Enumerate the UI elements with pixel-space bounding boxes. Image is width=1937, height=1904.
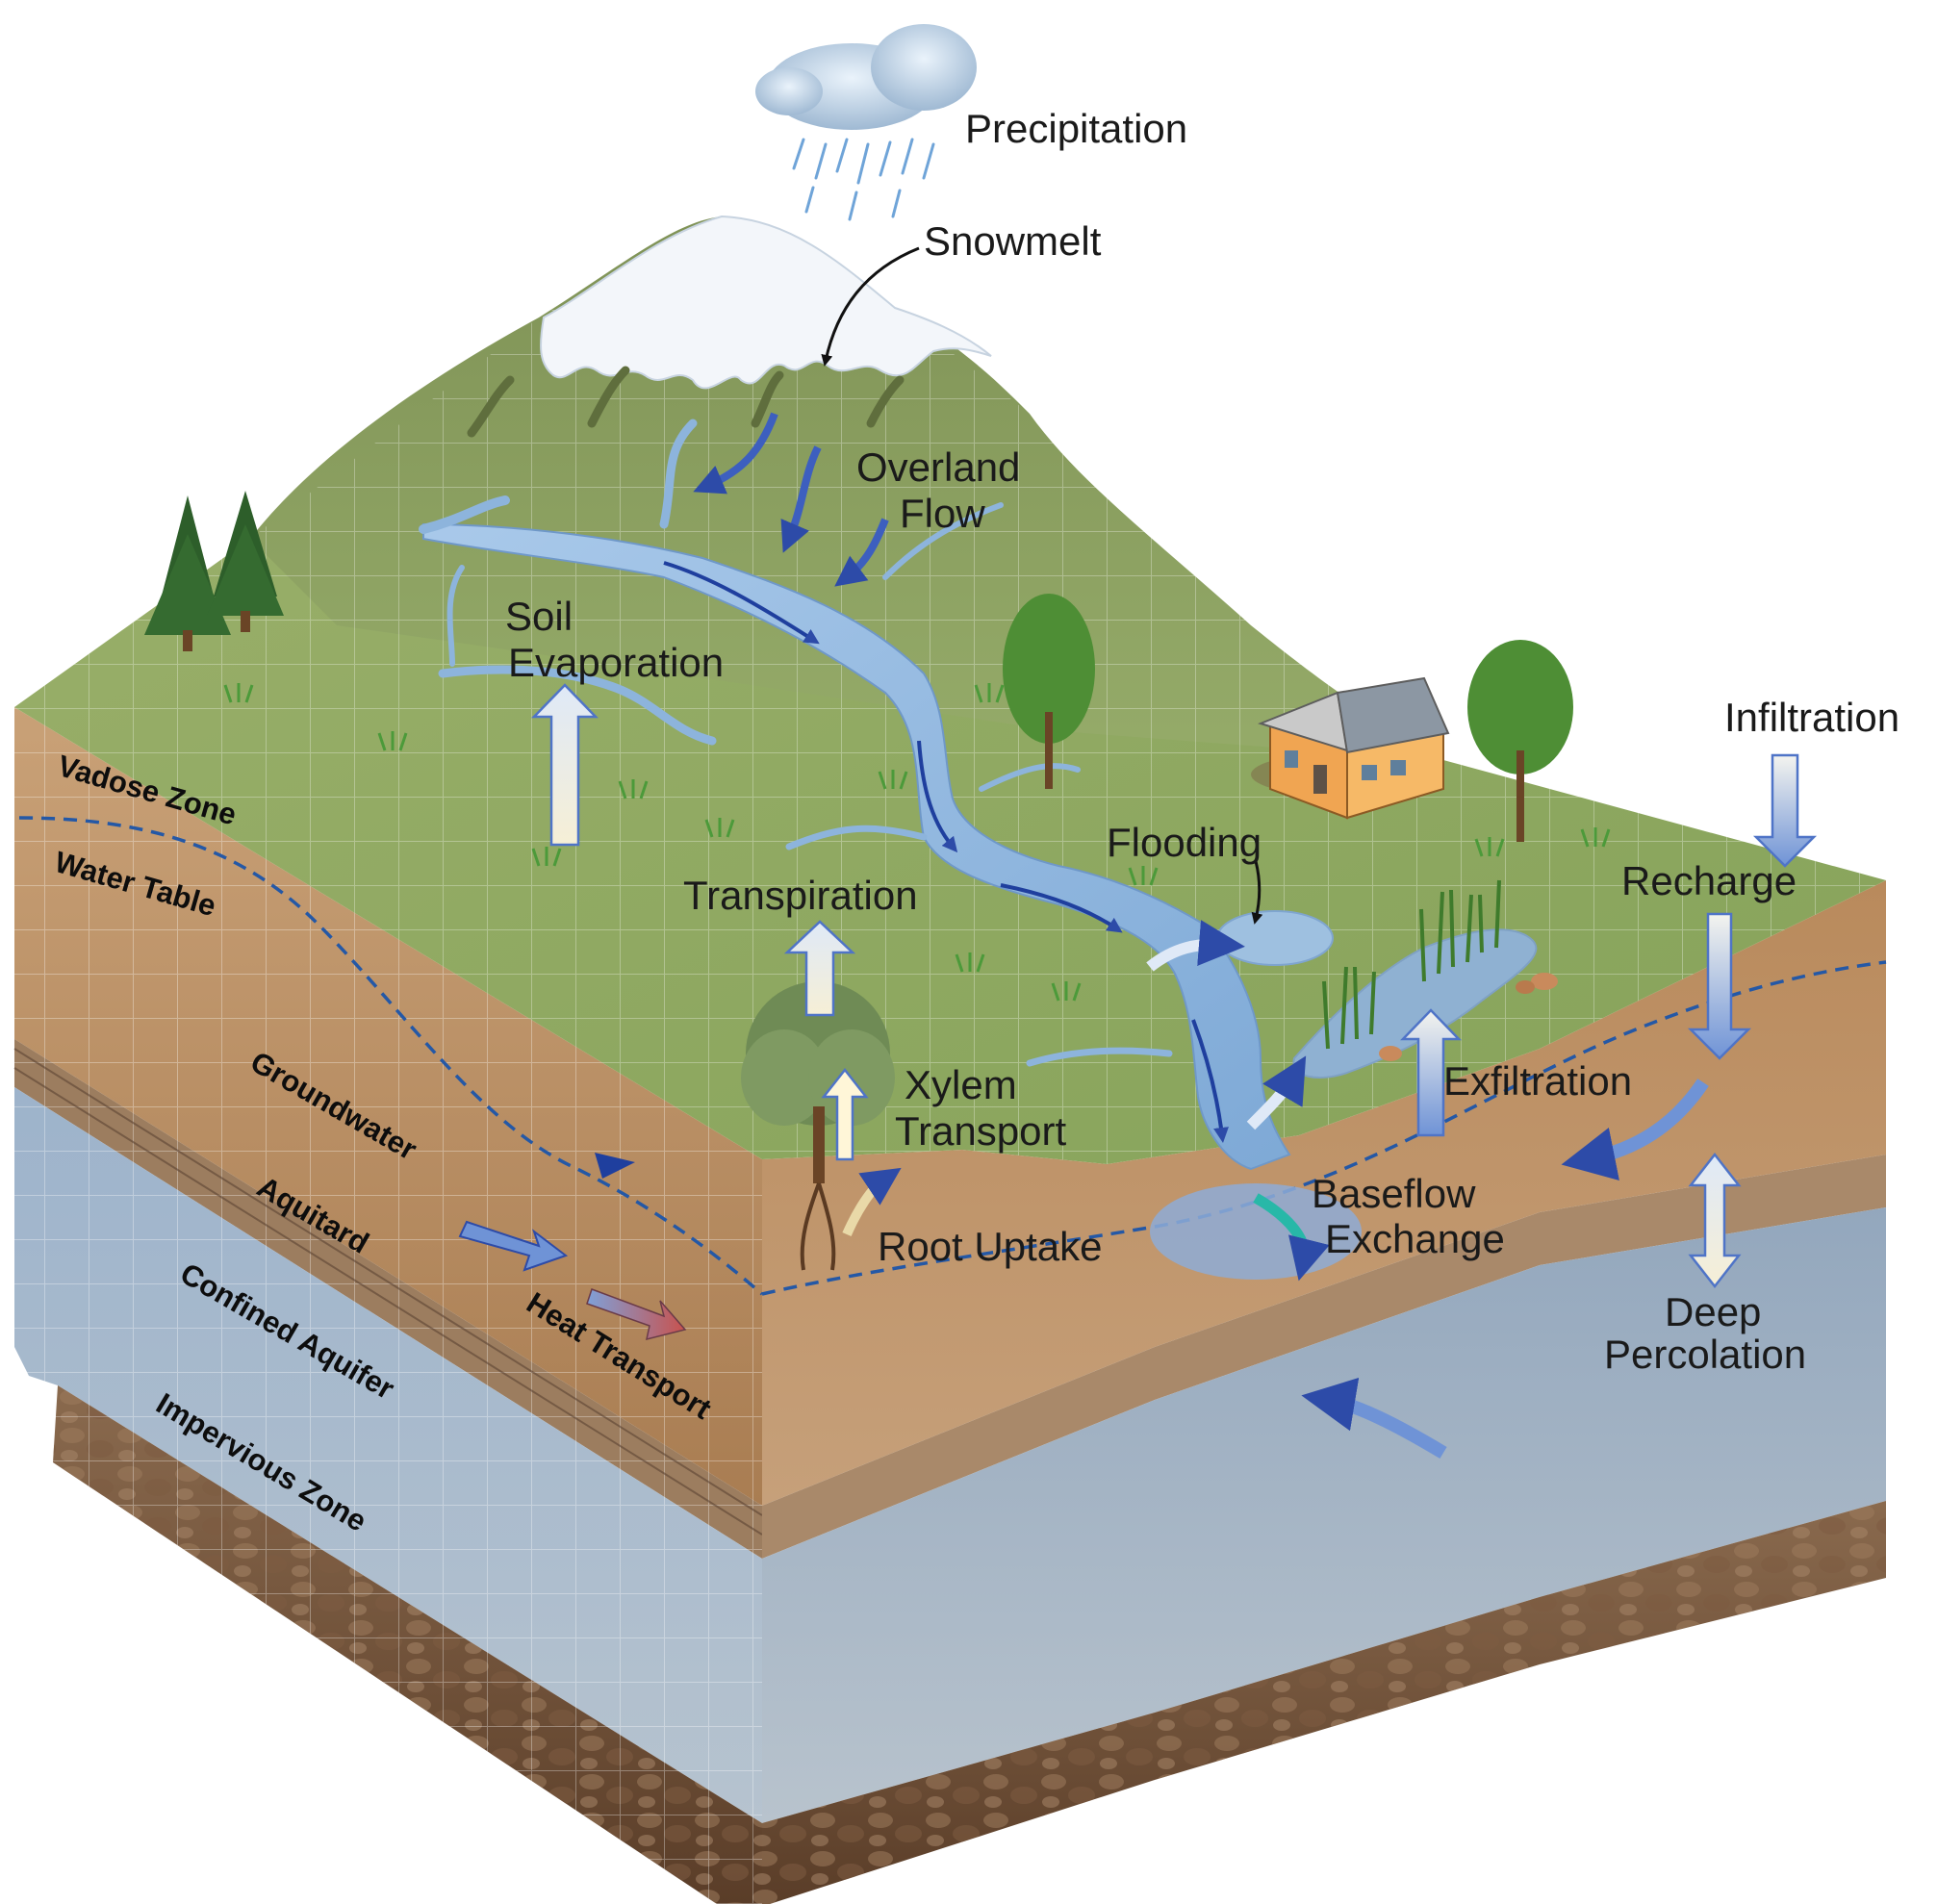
label-baseflow-exchange-1: Baseflow (1312, 1171, 1476, 1216)
xylem-transport-arrow (821, 1067, 869, 1161)
heat-transport-arrow (586, 1288, 687, 1341)
river-flow-arrow-1 (663, 561, 820, 645)
label-overland-flow-1: Overland (856, 444, 1020, 490)
flooding-pointer-arrow (1251, 860, 1263, 925)
snowmelt-flow-arrow (693, 412, 778, 495)
river-flow-arrow-4 (1191, 1019, 1229, 1143)
label-xylem-transport-2: Transport (895, 1108, 1067, 1154)
wetland-exchange-arrow (1246, 1055, 1307, 1130)
right-vadose-layer (762, 880, 1886, 1506)
soil-evaporation-arrow (531, 683, 599, 847)
overland-flow-arrow-2 (834, 518, 889, 587)
flooding-exchange-arrow (1146, 920, 1245, 972)
label-soil-evaporation-2: Evaporation (508, 640, 724, 685)
groundwater-flow-arrow (458, 1220, 569, 1272)
right-confined-aquifer-layer (762, 1207, 1886, 1823)
exfiltration-arrow (1400, 1008, 1462, 1137)
snowmelt-pointer-arrow (821, 246, 920, 367)
label-soil-evaporation-1: Soil (505, 594, 573, 639)
river-flow-arrow-3 (1000, 883, 1123, 933)
water-table-marker-icon (595, 1153, 635, 1179)
label-infiltration: Infiltration (1724, 695, 1899, 740)
river-flow-arrow-2 (917, 740, 958, 853)
label-flooding: Flooding (1107, 820, 1262, 865)
cloud-icon (755, 24, 977, 221)
infiltration-arrow (1752, 753, 1818, 868)
label-precipitation: Precipitation (965, 106, 1187, 151)
label-deep-percolation-1: Deep (1665, 1289, 1761, 1334)
label-snowmelt: Snowmelt (924, 218, 1102, 264)
rock-icon (1379, 973, 1558, 1061)
deep-percolation-arrow (1688, 1152, 1742, 1289)
flooding-pond (1216, 910, 1334, 966)
label-deep-percolation-2: Percolation (1604, 1332, 1806, 1377)
label-overland-flow-2: Flow (900, 491, 985, 536)
label-baseflow-exchange-2: Exchange (1325, 1216, 1505, 1261)
house-icon (1251, 676, 1450, 820)
label-transpiration: Transpiration (683, 873, 918, 918)
terrain-grid (14, 216, 1886, 1164)
right-aquitard-layer (762, 1155, 1886, 1559)
label-root-uptake: Root Uptake (878, 1224, 1102, 1269)
left-face (13, 707, 764, 1904)
water-table-line-left (18, 816, 764, 1296)
label-xylem-transport-1: Xylem (905, 1062, 1017, 1107)
water-table-line-right (761, 960, 1887, 1296)
river (422, 522, 1291, 1171)
transpiration-arrow (783, 920, 856, 1017)
process-arrows (458, 246, 1818, 1460)
baseflow-exchange-arrow (1253, 1193, 1330, 1282)
right-face (761, 880, 1887, 1904)
reed-icon (1322, 879, 1501, 1050)
label-exfiltration: Exfiltration (1443, 1058, 1632, 1104)
process-labels: Precipitation Snowmelt Overland Flow Soi… (505, 106, 1899, 1377)
right-impervious-cobbles (762, 1501, 1886, 1904)
recharge-flow-arrow (1561, 1079, 1709, 1180)
root-uptake-arrow (842, 1167, 902, 1237)
wetland-pond (1292, 928, 1538, 1079)
label-recharge: Recharge (1621, 858, 1797, 903)
grass-tuft-icon (223, 683, 1611, 1002)
left-groundwater-grid (14, 707, 762, 1904)
overland-flow-arrow-1 (780, 445, 822, 553)
confined-aquifer-flow-arrow (1301, 1377, 1447, 1460)
recharge-arrow (1687, 912, 1752, 1060)
terrain-surface (14, 215, 1886, 1171)
conifer-tree-icon (144, 491, 284, 651)
